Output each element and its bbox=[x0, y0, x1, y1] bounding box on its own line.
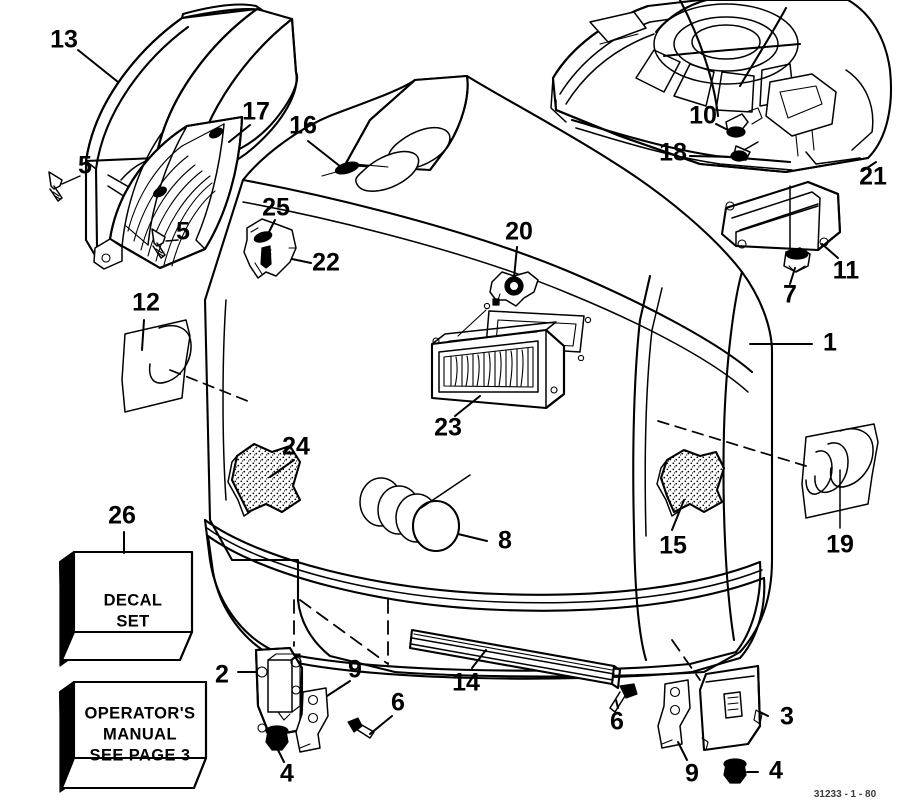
callout-6-center-text: 6 bbox=[391, 689, 405, 717]
leader-19 bbox=[657, 420, 841, 529]
part-7-lock-nut[interactable] bbox=[783, 185, 811, 273]
callout-26-text: 26 bbox=[108, 502, 136, 530]
leader-11 bbox=[821, 243, 839, 259]
leader-9-right bbox=[677, 741, 688, 761]
leader-16 bbox=[307, 140, 342, 168]
callout-12-text: 12 bbox=[132, 289, 160, 317]
leader-23 bbox=[454, 395, 481, 417]
leader-4-left bbox=[277, 749, 285, 763]
leader-13 bbox=[77, 49, 119, 83]
callout-23-text: 23 bbox=[434, 414, 462, 442]
part-5-screw-lower[interactable] bbox=[151, 228, 166, 259]
leader-8 bbox=[420, 474, 488, 542]
leader-2 bbox=[237, 599, 389, 673]
part-9-bracket-right[interactable] bbox=[657, 679, 691, 749]
callout-1-text: 1 bbox=[823, 329, 837, 357]
callout-19-text: 19 bbox=[826, 531, 854, 559]
part-11-rear-cover[interactable] bbox=[720, 180, 842, 252]
leader-5-lower bbox=[165, 239, 179, 242]
callout-5-lower-text: 5 bbox=[176, 218, 190, 246]
callout-21-text: 21 bbox=[859, 163, 887, 191]
callout-24-text: 24 bbox=[282, 433, 310, 461]
callout-2-text: 2 bbox=[215, 661, 229, 689]
leader-21 bbox=[863, 161, 877, 171]
operators-manual-line-2: MANUAL bbox=[103, 725, 177, 743]
part-10-engine-top-assembly[interactable] bbox=[550, 0, 893, 174]
leader-24 bbox=[269, 459, 295, 478]
callout-17-text: 17 bbox=[242, 98, 270, 126]
callout-8-text: 8 bbox=[498, 527, 512, 555]
leader-6-center bbox=[369, 599, 393, 735]
leader-15 bbox=[671, 499, 685, 531]
part-5-screw-upper[interactable] bbox=[48, 171, 63, 202]
callout-15-text: 15 bbox=[659, 532, 687, 560]
leader-25 bbox=[267, 219, 276, 235]
part-9-bracket-left[interactable] bbox=[295, 687, 329, 753]
operators-manual-line-3: SEE PAGE 3 bbox=[90, 746, 191, 764]
part-24-emblem-left[interactable] bbox=[227, 442, 302, 517]
callout-11-text: 11 bbox=[833, 257, 860, 285]
callout-4-right-text: 4 bbox=[769, 757, 783, 785]
callout-18-text: 18 bbox=[659, 139, 687, 167]
leader-3 bbox=[671, 639, 769, 717]
callout-25-text: 25 bbox=[262, 194, 290, 222]
part-12-decal-left[interactable] bbox=[121, 319, 192, 413]
callout-6-right-text: 6 bbox=[610, 708, 624, 736]
callout-7-text: 7 bbox=[783, 281, 797, 309]
callout-14-text: 14 bbox=[452, 669, 480, 697]
callout-4-left-text: 4 bbox=[280, 760, 294, 788]
part-26-decal-set-box[interactable]: DECAL SET bbox=[58, 550, 194, 667]
part-16-screw[interactable] bbox=[321, 160, 360, 177]
callout-13-text: 13 bbox=[50, 26, 78, 54]
callout-16-text: 16 bbox=[289, 112, 317, 140]
decal-set-line-1: DECAL bbox=[104, 591, 163, 609]
decal-set-line-2: SET bbox=[116, 612, 149, 630]
part-4-grommet-right[interactable] bbox=[723, 758, 747, 784]
leader-6-right bbox=[615, 699, 619, 709]
part-13-top-cover[interactable] bbox=[84, 3, 299, 264]
leader-14 bbox=[471, 649, 487, 669]
part-18-screw[interactable] bbox=[730, 141, 759, 162]
leader-10 bbox=[715, 123, 737, 135]
callout-10-text: 10 bbox=[689, 102, 717, 130]
part-operators-manual-box[interactable]: OPERATOR'S MANUAL SEE PAGE 3 bbox=[58, 680, 208, 793]
diagram-footnote: 31233 - 1 - 80 bbox=[814, 789, 877, 800]
callout-22-text: 22 bbox=[312, 249, 340, 277]
leader-12 bbox=[141, 319, 251, 403]
leader-18 bbox=[689, 155, 735, 158]
part-3-side-access-panel[interactable] bbox=[698, 664, 763, 752]
callout-3-text: 3 bbox=[780, 703, 794, 731]
operators-manual-line-1: OPERATOR'S bbox=[85, 704, 196, 722]
callout-9-left-text: 9 bbox=[348, 656, 362, 684]
callout-5-upper-text: 5 bbox=[78, 152, 92, 180]
part-2-latch-assembly[interactable] bbox=[254, 646, 304, 738]
leader-9-left bbox=[326, 680, 351, 697]
part-14-seal-strip[interactable] bbox=[408, 628, 622, 690]
part-8-plug-set[interactable] bbox=[359, 477, 461, 553]
callout-20-text: 20 bbox=[505, 218, 533, 246]
part-15-emblem-right[interactable] bbox=[656, 448, 726, 517]
part-6-screw-center[interactable] bbox=[347, 717, 375, 739]
part-20-latch-knob[interactable] bbox=[489, 271, 539, 307]
part-23-air-intake-vent[interactable] bbox=[430, 321, 566, 410]
leader-7 bbox=[789, 267, 796, 285]
leader-20 bbox=[513, 246, 518, 279]
part-17-louver-grille[interactable] bbox=[93, 115, 244, 270]
part-4-grommet-left[interactable] bbox=[265, 725, 289, 751]
leader-22 bbox=[291, 258, 312, 264]
callout-9-right-text: 9 bbox=[685, 760, 699, 788]
leader-5-upper bbox=[61, 175, 81, 185]
leader-17 bbox=[228, 124, 251, 143]
